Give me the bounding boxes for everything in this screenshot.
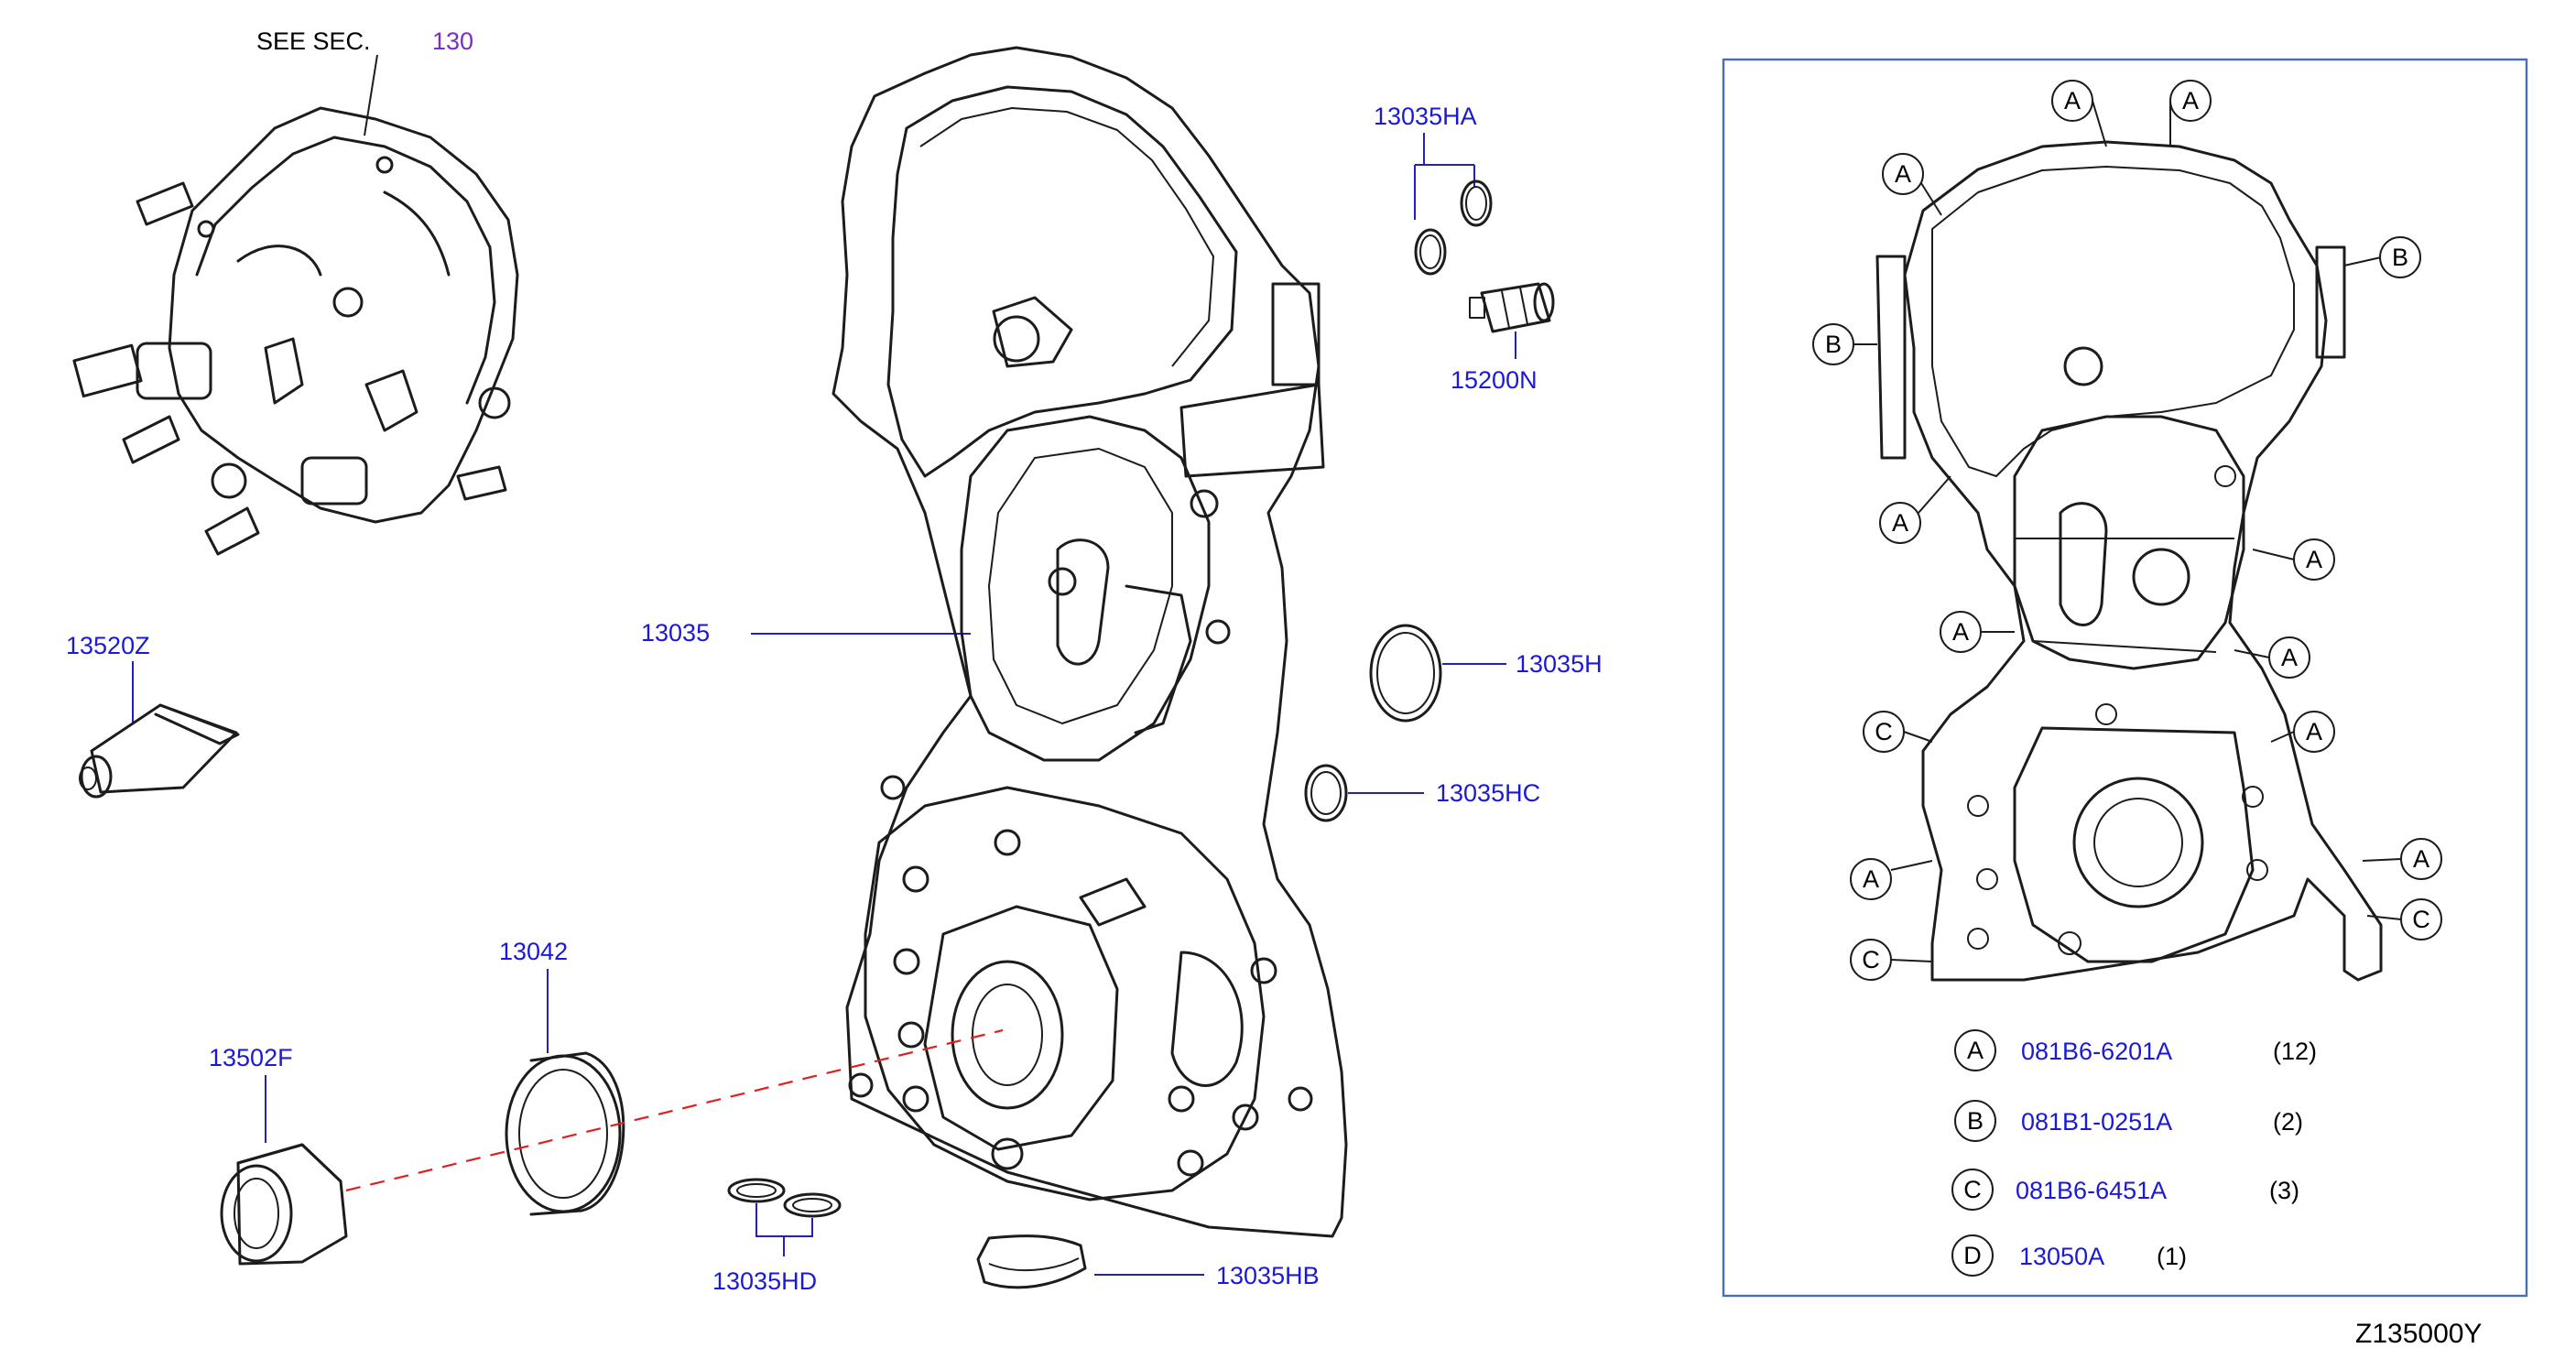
svg-text:A: A — [2064, 87, 2081, 114]
diagram-id: Z135000Y — [2355, 1319, 2482, 1349]
label-13035H[interactable]: 13035H — [1516, 650, 1603, 678]
see-section-text: SEE SEC. — [256, 27, 371, 55]
legend-row-c[interactable]: C 081B6-6451A (3) — [1951, 1169, 2299, 1211]
legend-row-b[interactable]: B 081B1-0251A (2) — [1954, 1100, 2303, 1142]
legend-row-d[interactable]: D 13050A (1) — [1951, 1234, 2187, 1277]
svg-text:A: A — [1863, 865, 1879, 893]
bolt-legend: A 081B6-6201A (12) B 081B1-0251A (2) C 0… — [1951, 1029, 2317, 1277]
svg-text:B: B — [2392, 244, 2408, 271]
label-13035HB[interactable]: 13035HB — [1216, 1262, 1320, 1289]
sealant-tube-13520Z — [79, 703, 240, 799]
svg-text:C: C — [1875, 718, 1893, 745]
label-13502F[interactable]: 13502F — [209, 1044, 293, 1071]
label-13035HA[interactable]: 13035HA — [1374, 103, 1477, 130]
label-15200N[interactable]: 15200N — [1451, 366, 1538, 394]
o-ring-13035HA-1 — [1414, 228, 1447, 276]
marker-a: A — [2400, 838, 2442, 880]
inset-cover-drawing — [1875, 140, 2383, 982]
svg-text:A: A — [1895, 160, 1911, 188]
svg-text:A: A — [2182, 87, 2199, 114]
svg-text:A: A — [2306, 546, 2322, 573]
marker-a: A — [1882, 153, 1924, 195]
svg-text:C: C — [1862, 946, 1880, 973]
bolt-location-inset-frame — [1722, 58, 2528, 1298]
marker-a: A — [2169, 80, 2212, 122]
legend-part-number: 081B6-6451A — [2016, 1177, 2167, 1204]
front-cover-13035 — [831, 46, 1348, 1238]
legend-part-number: 13050A — [2019, 1243, 2104, 1270]
legend-quantity: (3) — [2269, 1177, 2299, 1204]
o-rings-13035HD — [727, 1178, 842, 1218]
legend-part-number: 081B1-0251A — [2021, 1108, 2172, 1136]
marker-b: B — [2379, 236, 2421, 278]
legend-marker: D — [1963, 1242, 1982, 1269]
svg-text:A: A — [1892, 509, 1908, 537]
marker-a: A — [2293, 711, 2335, 753]
legend-marker: C — [1963, 1176, 1982, 1203]
label-13035HC[interactable]: 13035HC — [1436, 779, 1540, 807]
assembly-axis-line — [345, 1028, 1004, 1192]
svg-text:C: C — [2412, 906, 2430, 933]
svg-text:A: A — [1952, 618, 1969, 646]
see-section-leader — [364, 54, 378, 136]
marker-c: C — [1863, 711, 1905, 753]
gasket-13035HB — [976, 1234, 1087, 1289]
legend-quantity: (2) — [2273, 1108, 2303, 1136]
marker-a: A — [1940, 611, 1982, 653]
marker-a: A — [1879, 502, 1921, 544]
legend-row-a[interactable]: A 081B6-6201A (12) — [1954, 1029, 2317, 1071]
label-13042[interactable]: 13042 — [499, 938, 568, 965]
see-section-number-link[interactable]: 130 — [432, 27, 473, 55]
svg-text:A: A — [2281, 644, 2298, 671]
marker-a: A — [2051, 80, 2093, 122]
inset-markers: A A A B B A A A A C A A A C C — [1812, 80, 2442, 981]
svg-text:B: B — [1825, 331, 1842, 358]
timing-assembly-drawing — [72, 106, 519, 556]
legend-quantity: (1) — [2157, 1243, 2187, 1270]
leader-13035HD — [755, 1203, 813, 1256]
svg-text:A: A — [2306, 718, 2322, 745]
legend-part-number: 081B6-6201A — [2021, 1038, 2172, 1065]
o-ring-13035H — [1369, 624, 1442, 723]
marker-a: A — [2268, 636, 2310, 679]
svg-text:A: A — [2413, 845, 2429, 873]
o-ring-13035HA-2 — [1460, 179, 1493, 227]
oil-filter-15200N — [1469, 282, 1555, 333]
o-ring-13035HC — [1304, 764, 1348, 822]
marker-c: C — [2400, 898, 2442, 940]
label-13035HD[interactable]: 13035HD — [712, 1267, 817, 1295]
label-13035[interactable]: 13035 — [641, 619, 710, 647]
marker-c: C — [1850, 939, 1892, 981]
label-13520Z[interactable]: 13520Z — [66, 632, 150, 659]
oil-seal-13042 — [505, 1051, 625, 1216]
legend-marker: B — [1967, 1107, 1984, 1135]
legend-quantity: (12) — [2273, 1038, 2317, 1065]
marker-a: A — [1850, 858, 1892, 900]
inset-marker-leaders — [1853, 100, 2402, 962]
marker-b: B — [1812, 323, 1854, 365]
marker-a: A — [2293, 538, 2335, 581]
sleeve-13502F — [220, 1143, 348, 1266]
legend-marker: A — [1967, 1037, 1984, 1064]
leader-13035HA — [1414, 133, 1475, 220]
